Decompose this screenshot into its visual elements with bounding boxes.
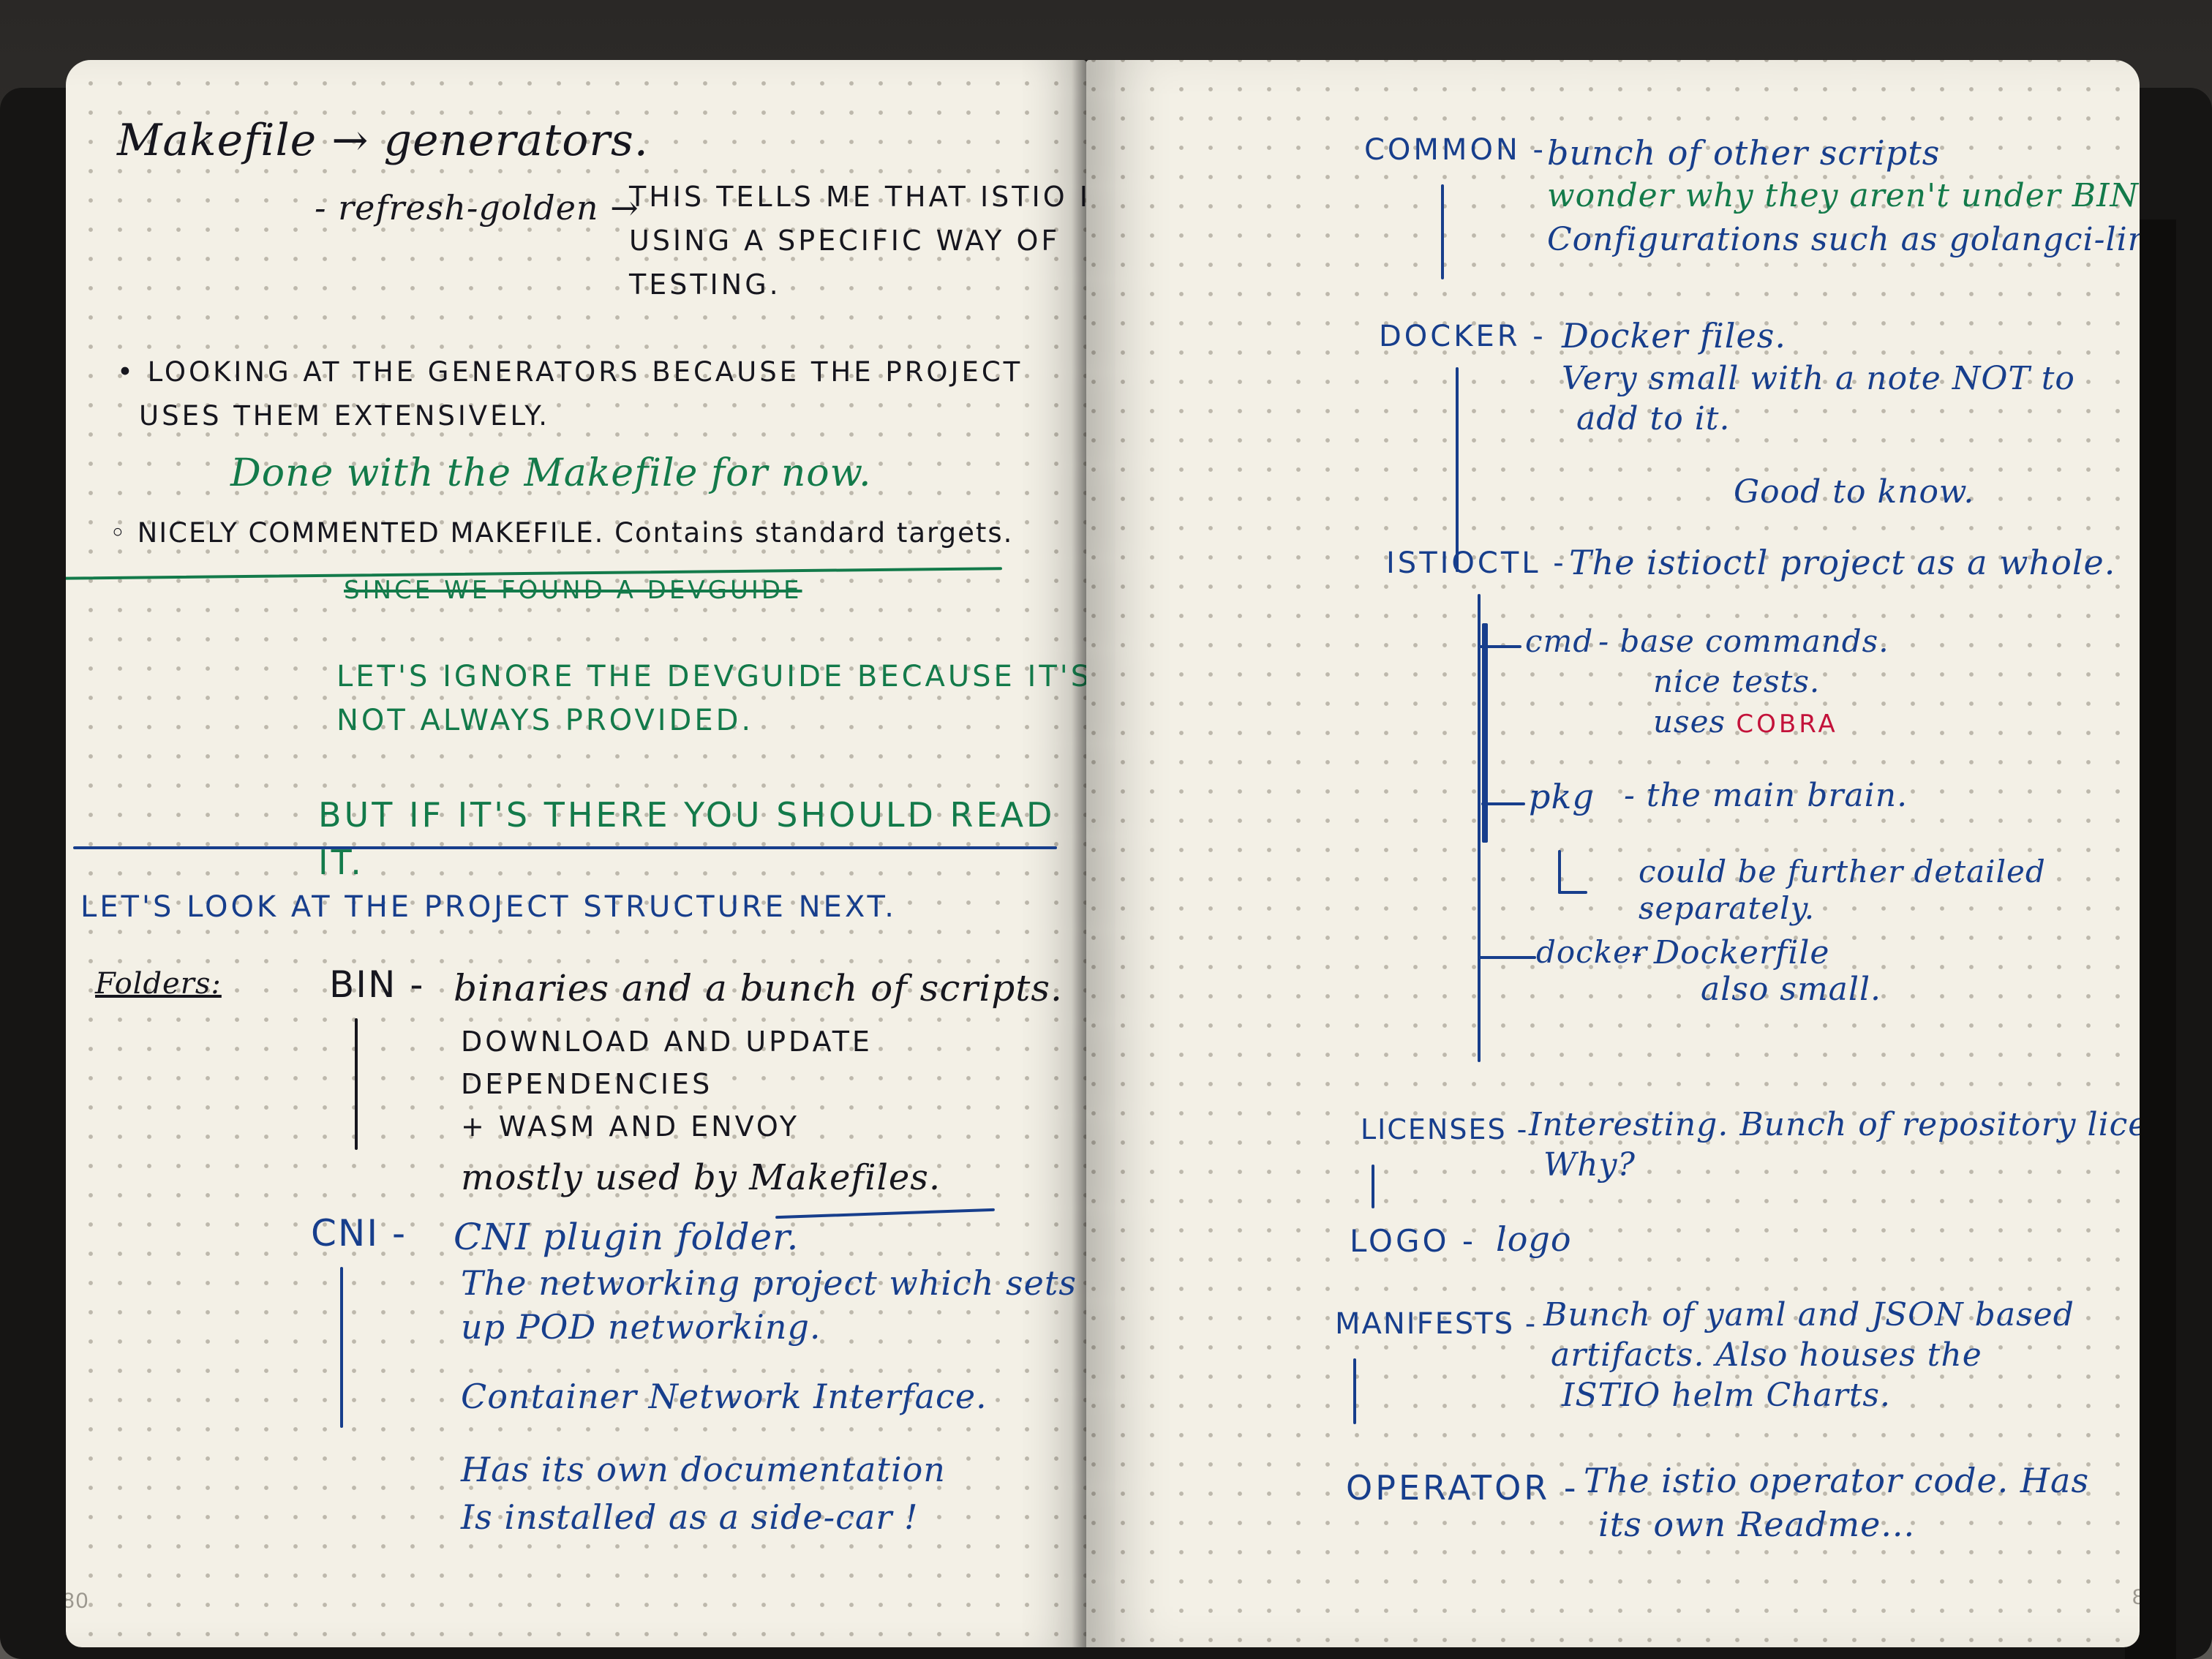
cni-line-6: Is installed as a side-car ! (461, 1497, 919, 1537)
read-devguide-line-1: BUT IF IT'S THERE YOU SHOULD READ (318, 795, 1056, 835)
logo-label: LOGO - (1350, 1223, 1477, 1259)
pkg-branch (1481, 802, 1525, 805)
bin-line-1: binaries and a bunch of scripts. (454, 967, 1063, 1009)
manifests-bracket (1353, 1358, 1356, 1424)
pkg-desc: - the main brain. (1624, 777, 1908, 814)
ignore-devguide-line-2: NOT ALWAYS PROVIDED. (336, 704, 754, 737)
bin-line-3: DEPENDENCIES (461, 1068, 713, 1100)
left-page-number: 80 (66, 1589, 90, 1613)
bin-bracket (355, 1018, 358, 1150)
pkg-note-line-1: could be further detailed (1639, 854, 2046, 889)
right-page-number: 81 (2132, 1585, 2140, 1610)
bin-line-5: mostly used by Makefiles. (461, 1157, 941, 1198)
pkg-note-line-2: separately. (1639, 890, 1816, 926)
docker-sub-line-1: - Dockerfile (1631, 934, 1830, 971)
manifests-line-2: artifacts. Also houses the (1551, 1336, 1982, 1374)
bin-line-4: + WASM AND ENVOY (461, 1110, 800, 1143)
manifests-line-1: Bunch of yaml and JSON based (1543, 1296, 2074, 1333)
cni-line-3: up POD networking. (461, 1307, 821, 1347)
istioctl-tree-trunk-bold (1482, 623, 1488, 843)
struck-devguide-note: SINCE WE FOUND A DEVGUIDE (344, 576, 802, 605)
docker-sub-line-2: also small. (1701, 971, 1882, 1008)
cmd-line-2: nice tests. (1653, 663, 1821, 699)
project-structure-heading: LET'S LOOK AT THE PROJECT STRUCTURE NEXT… (80, 890, 897, 924)
cni-line-1: CNI plugin folder. (454, 1216, 800, 1258)
bin-line-2: DOWNLOAD AND UPDATE (461, 1026, 873, 1058)
cobra-highlight: COBRA (1736, 710, 1838, 739)
manifests-label: MANIFESTS - (1335, 1307, 1538, 1341)
licenses-bracket (1372, 1165, 1374, 1208)
bin-underline (775, 1208, 995, 1219)
cmd-uses-text: uses (1653, 704, 1737, 740)
istioctl-label: ISTIOCTL - (1386, 546, 1567, 580)
cmd-line-3: uses COBRA (1653, 704, 1838, 740)
refresh-note-line-3: TESTING. (629, 268, 781, 301)
logo-desc: logo (1496, 1219, 1572, 1259)
bullet-generators-line-2: USES THEM EXTENSIVELY. (139, 400, 551, 432)
docker-line-2: Very small with a note NOT to (1562, 360, 2075, 397)
common-bracket (1441, 184, 1444, 279)
pkg-label: pkg (1529, 777, 1595, 816)
refresh-golden-note: - refresh-golden → (315, 188, 639, 227)
docker-bracket (1456, 367, 1459, 572)
cmd-line-1: - base commands. (1598, 623, 1889, 659)
docker-label: DOCKER - (1379, 320, 1546, 353)
cni-line-4: Container Network Interface. (461, 1377, 988, 1416)
makefile-title: Makefile → generators. (117, 115, 649, 166)
pkg-note-arrow (1558, 891, 1587, 894)
cmd-branch (1478, 645, 1521, 648)
cni-bracket (340, 1267, 343, 1428)
cni-label: CNI - (311, 1212, 407, 1254)
bullet-commented-makefile: ◦ NICELY COMMENTED MAKEFILE. Contains st… (110, 517, 1014, 549)
pkg-note-bracket (1558, 850, 1561, 894)
refresh-note-line-1: THIS TELLS ME THAT ISTIO IS (629, 181, 1086, 213)
read-devguide-line-2: IT. (318, 843, 364, 882)
bin-label: BIN - (329, 963, 425, 1006)
cni-line-5: Has its own documentation (461, 1450, 946, 1489)
docker-line-1: Docker files. (1562, 316, 1786, 356)
done-with-makefile: Done with the Makefile for now. (230, 451, 872, 495)
docker-sub-label: docker (1536, 934, 1648, 970)
istioctl-desc: The istioctl project as a whole. (1569, 543, 2116, 582)
cni-line-2: The networking project which sets (461, 1263, 1077, 1303)
common-line-3: Configurations such as golangci-lint (1547, 221, 2140, 258)
common-line-1: bunch of other scripts (1547, 133, 1941, 173)
operator-line-1: The istio operator code. Has (1584, 1461, 2090, 1500)
manifests-line-3: ISTIO helm Charts. (1562, 1377, 1891, 1414)
common-label: COMMON - (1364, 133, 1546, 167)
docker-sub-branch (1478, 956, 1536, 959)
ignore-devguide-line-1: LET'S IGNORE THE DEVGUIDE BECAUSE IT'S (336, 660, 1086, 693)
docker-line-4: Good to know. (1734, 473, 1975, 511)
common-line-2: wonder why they aren't under BIN? (1547, 177, 2140, 214)
operator-line-2: its own Readme... (1598, 1505, 1916, 1544)
licenses-line-1: Interesting. Bunch of repository license… (1529, 1106, 2140, 1143)
right-page: COMMON - bunch of other scripts wonder w… (1086, 60, 2140, 1647)
blue-divider (73, 846, 1057, 849)
istioctl-tree-trunk (1478, 594, 1481, 1062)
docker-line-3: add to it. (1576, 400, 1731, 437)
folders-label: Folders: (95, 967, 222, 1001)
bullet-generators-line-1: • LOOKING AT THE GENERATORS BECAUSE THE … (117, 356, 1023, 388)
operator-label: OPERATOR - (1346, 1468, 1579, 1508)
licenses-line-2: Why? (1543, 1146, 1636, 1184)
cmd-label: cmd (1525, 623, 1594, 659)
refresh-note-line-2: USING A SPECIFIC WAY OF (629, 225, 1061, 257)
licenses-label: LICENSES - (1361, 1113, 1529, 1146)
left-page: Makefile → generators. - refresh-golden … (66, 60, 1086, 1647)
